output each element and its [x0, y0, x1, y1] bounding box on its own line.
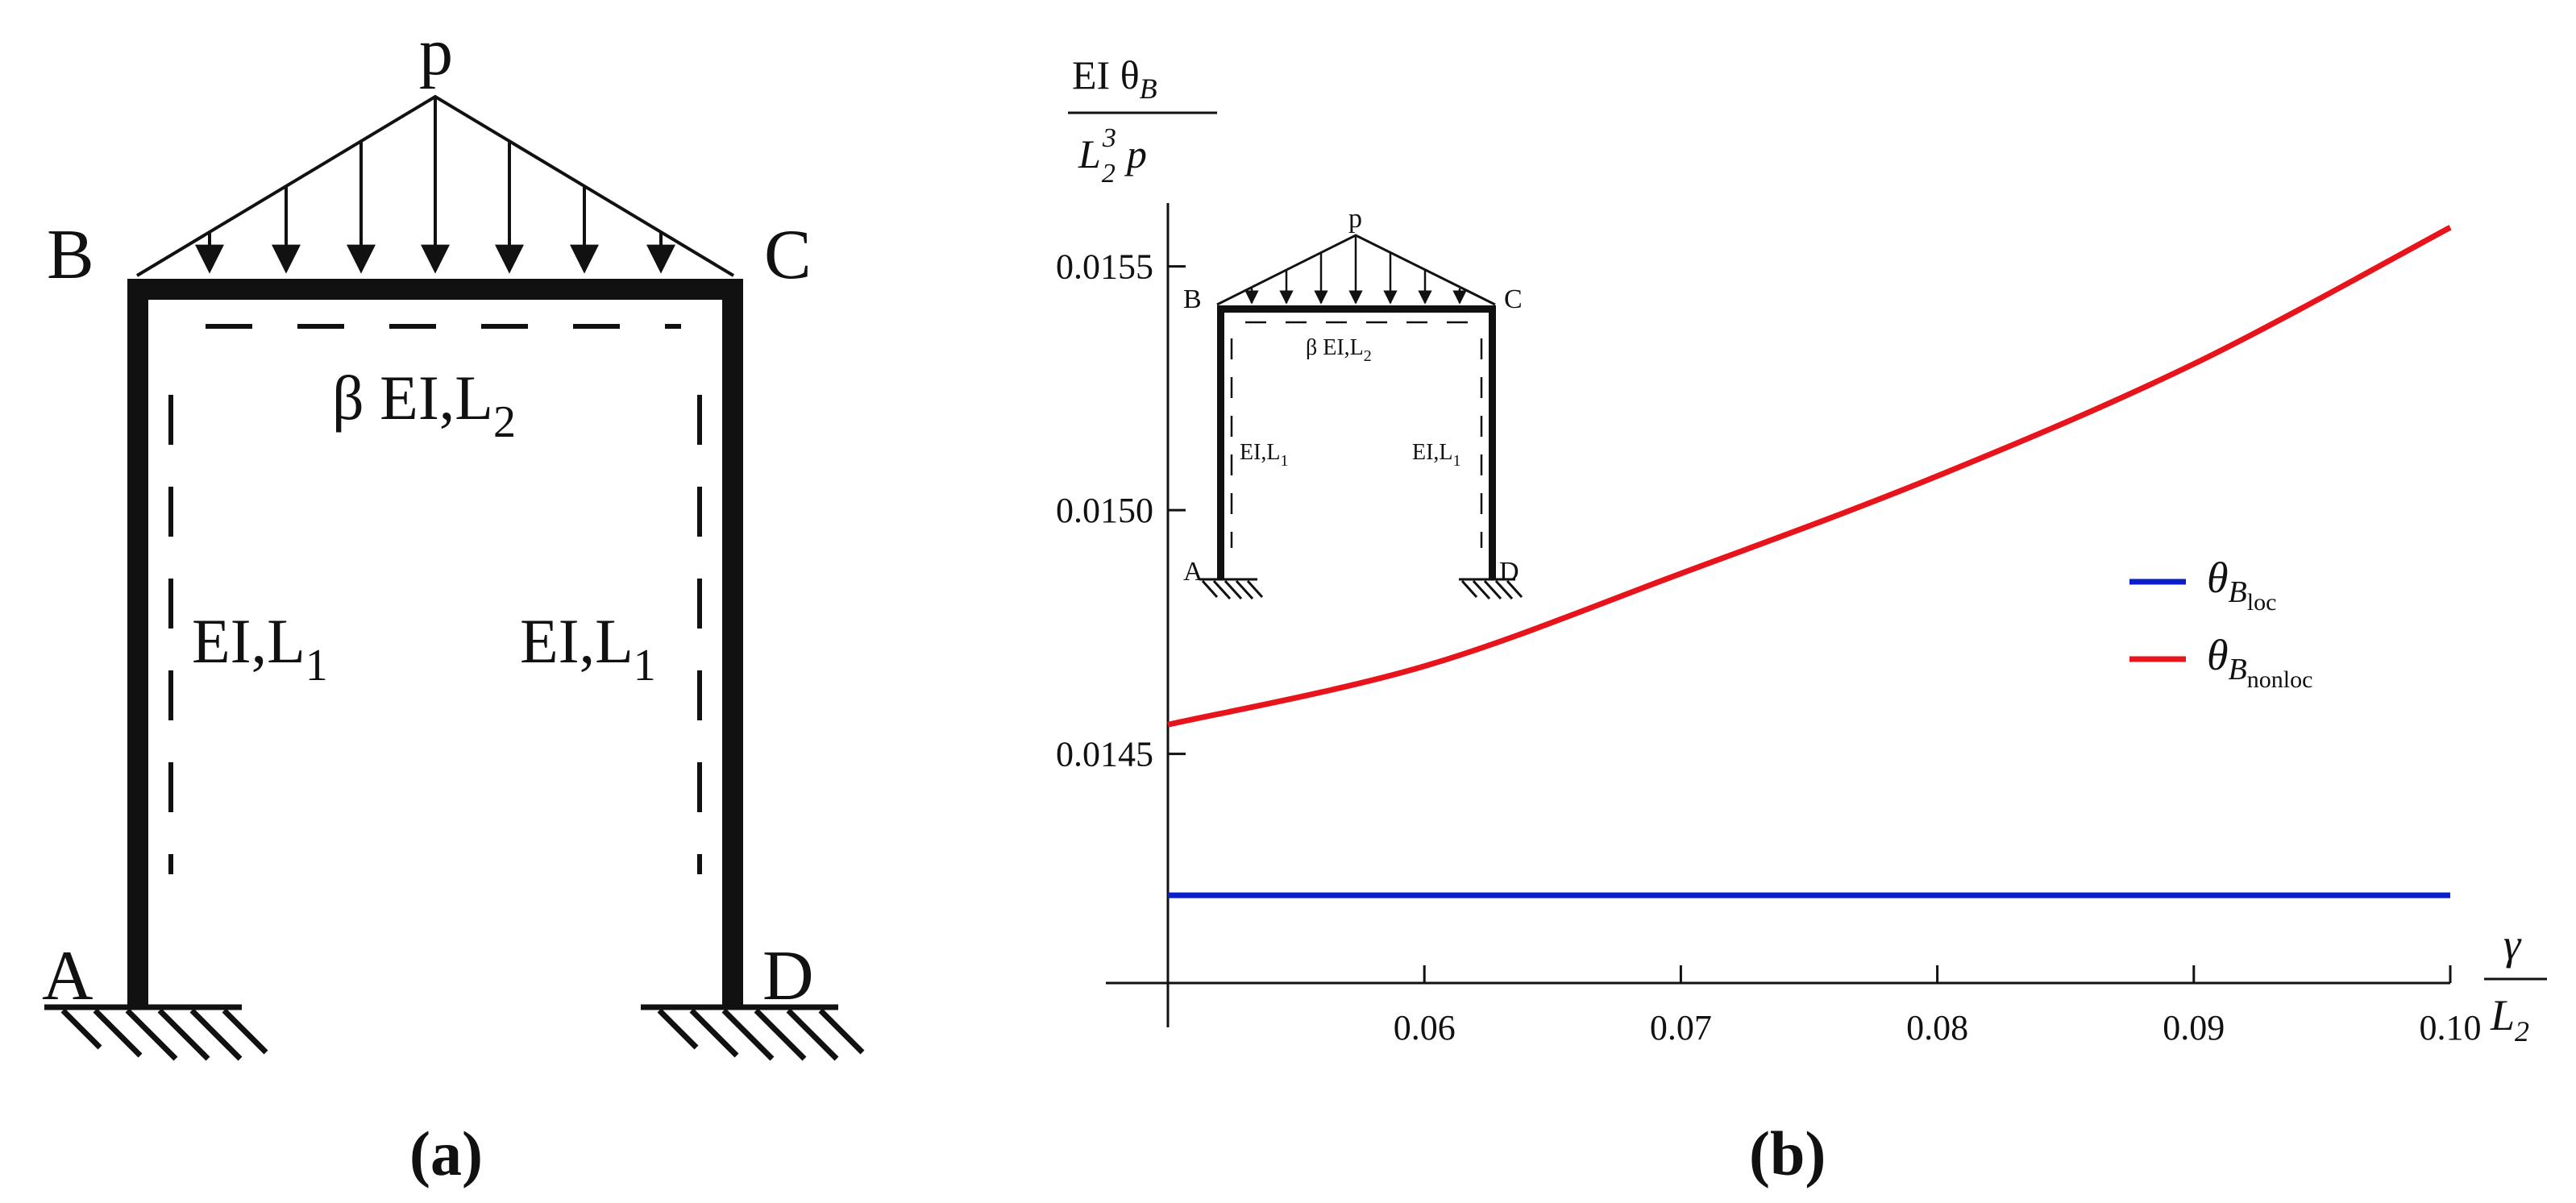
- legend: θBloc θBnonloc: [2129, 554, 2312, 693]
- x-tick-label-3: 0.09: [2163, 1008, 2225, 1047]
- support-d: [641, 1004, 865, 1061]
- y-tick-label-1: 0.0150: [1056, 491, 1153, 530]
- node-b-label: B: [47, 216, 94, 294]
- inset-load-label: p: [1348, 204, 1362, 234]
- beam-bc: [127, 279, 743, 300]
- caption-b: (b): [1749, 1118, 1826, 1188]
- inset-node-b-label: B: [1183, 284, 1202, 314]
- y-ticks: 0.0145 0.0150 0.0155: [1056, 247, 1186, 774]
- caption-a: (a): [409, 1118, 483, 1188]
- x-tick-label-1: 0.07: [1650, 1008, 1712, 1047]
- support-a: [44, 1004, 268, 1061]
- load-label: p: [419, 15, 453, 89]
- inset-col-right-property-label: EI,L1: [1412, 440, 1461, 470]
- legend-label-nonloc: θBnonloc: [2207, 631, 2312, 693]
- x-tick-label-2: 0.08: [1906, 1008, 1968, 1047]
- svg-text:γ: γ: [2503, 920, 2522, 969]
- inset-node-a-label: A: [1183, 557, 1203, 587]
- svg-text:EI θB: EI θB: [1072, 52, 1157, 105]
- inset-beam-bc: [1217, 305, 1496, 313]
- inset-col-left-property-label: EI,L1: [1240, 440, 1289, 470]
- inset-frame-diagram: p B C: [1183, 204, 1523, 600]
- y-tick-label-0: 0.0145: [1056, 735, 1153, 774]
- node-d-label: D: [762, 937, 814, 1015]
- col-right-property-label: EI,L1: [520, 606, 656, 691]
- inset-load-arrows: [1244, 237, 1467, 305]
- inset-node-c-label: C: [1504, 284, 1523, 314]
- load-triangle: [135, 94, 735, 277]
- inset-load-triangle: [1216, 234, 1496, 306]
- inset-column-ab: [1217, 305, 1224, 579]
- node-c-label: C: [764, 216, 812, 294]
- column-cd: [722, 279, 743, 1008]
- series-layer: [1167, 225, 2452, 898]
- y-tick-label-2: 0.0155: [1056, 247, 1153, 287]
- inset-support-a: [1199, 578, 1264, 600]
- series-line-theta-b-nonloc: [1167, 225, 2452, 728]
- x-axis-label: γ L2: [2484, 920, 2547, 1047]
- beam-property-label: β EI,L2: [332, 363, 516, 447]
- load-arrows: [195, 98, 675, 274]
- svg-text:L2: L2: [2490, 991, 2529, 1047]
- node-a-label: A: [42, 937, 93, 1015]
- inset-column-cd: [1489, 305, 1496, 579]
- col-left-property-label: EI,L1: [192, 606, 328, 691]
- column-ab: [127, 279, 148, 1008]
- x-ticks: 0.06 0.07 0.08 0.09 0.10: [1394, 965, 2482, 1047]
- inset-support-d: [1459, 578, 1523, 600]
- x-tick-label-0: 0.06: [1394, 1008, 1456, 1047]
- inset-node-d-label: D: [1499, 557, 1519, 587]
- legend-label-loc: θBloc: [2207, 554, 2276, 616]
- x-tick-label-4: 0.10: [2420, 1008, 2482, 1047]
- inset-beam-property-label: β EI,L2: [1306, 335, 1372, 365]
- frame-diagram-a: p B C A D: [42, 15, 865, 1061]
